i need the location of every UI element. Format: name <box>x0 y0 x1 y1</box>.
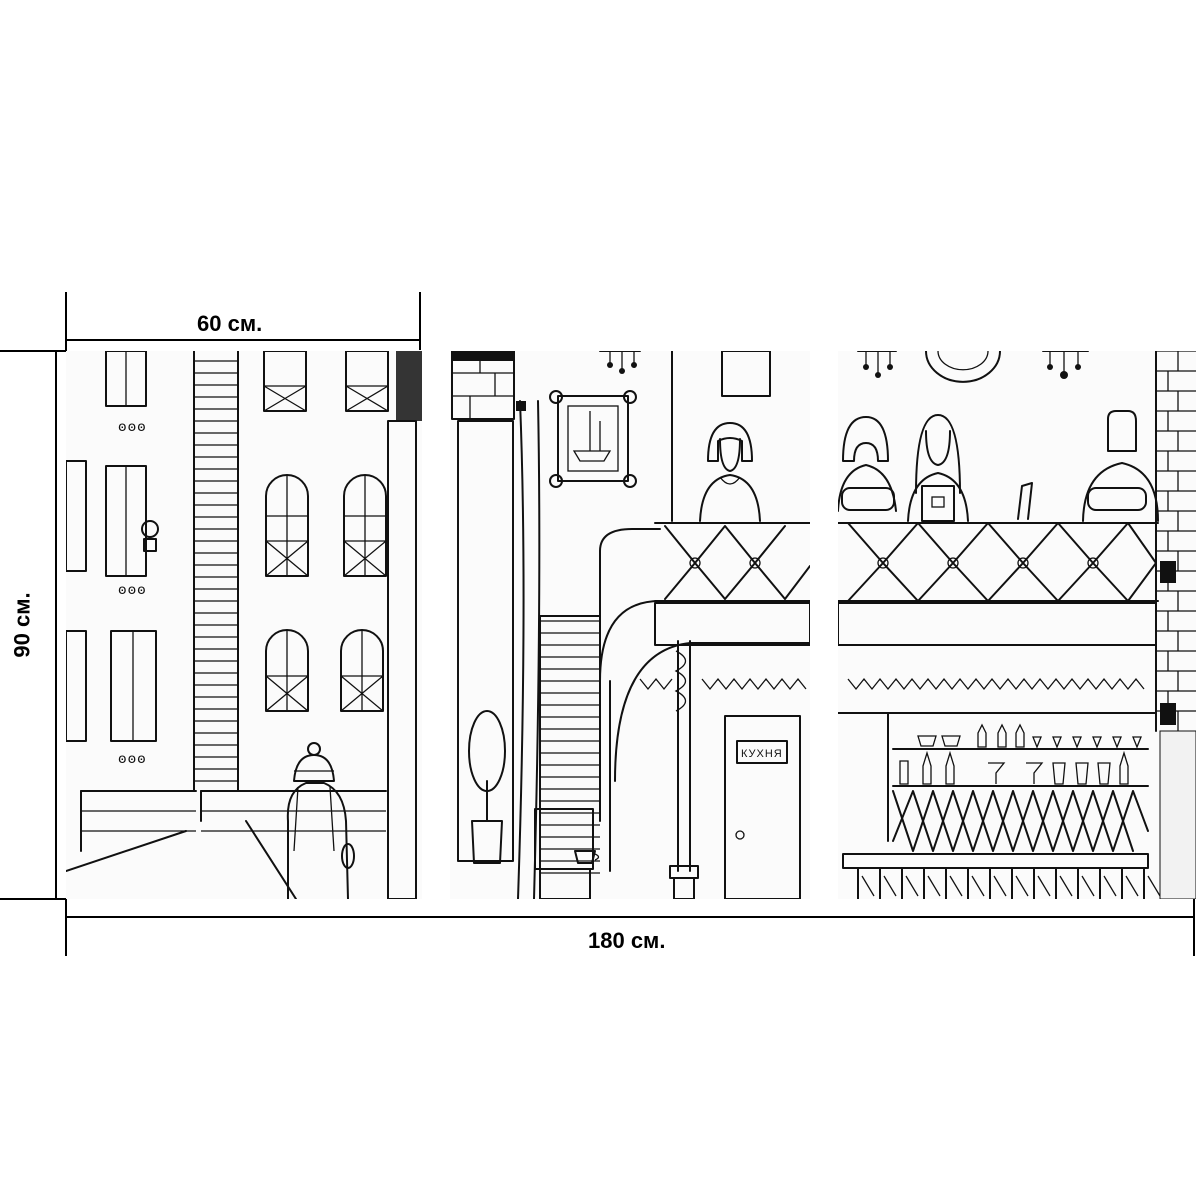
cafe-staircase-drawing: КУХНЯ <box>450 351 810 899</box>
potted-tree <box>468 710 506 864</box>
height-label: 90 см. <box>9 592 35 658</box>
panel-width-tick-left <box>65 292 67 350</box>
canvas-panel-middle: КУХНЯ <box>450 351 810 899</box>
panel-width-label: 60 см. <box>197 311 263 336</box>
canvas-panel-left: ꙩꙩꙩ ꙩꙩꙩ ꙩꙩꙩ <box>66 351 422 899</box>
svg-text:ꙩꙩꙩ: ꙩꙩꙩ <box>118 750 147 766</box>
total-width-tick-right <box>1193 898 1195 956</box>
svg-text:ꙩꙩꙩ: ꙩꙩꙩ <box>118 418 147 434</box>
height-tick-top <box>0 350 67 352</box>
armchair-with-cup <box>534 808 600 899</box>
canvas-panel-right <box>838 351 1196 899</box>
total-width-dimension-line <box>65 916 1195 918</box>
street-facade-drawing: ꙩꙩꙩ ꙩꙩꙩ ꙩꙩꙩ <box>66 351 422 899</box>
bar-counter-rail <box>842 853 1161 899</box>
kitchen-sign: КУХНЯ <box>741 748 783 760</box>
cafe-bar-drawing <box>838 351 1196 899</box>
wall-clock-icon <box>925 351 1001 383</box>
bottle-shelves <box>887 712 1149 842</box>
girl-walking-figure <box>286 742 355 899</box>
brick-corner <box>451 351 515 420</box>
siding-column <box>193 351 239 792</box>
panel-width-tick-right <box>419 292 421 350</box>
total-width-label: 180 см. <box>588 928 666 953</box>
height-dimension-line <box>55 351 57 899</box>
panel-width-dimension-line <box>65 339 421 341</box>
twisted-column <box>669 640 699 899</box>
chandelier-icon <box>599 351 641 374</box>
chandelier-icon <box>857 351 1089 379</box>
framed-ship-picture <box>549 390 637 488</box>
total-width-tick-left <box>65 898 67 956</box>
left-building-windows: ꙩꙩꙩ ꙩꙩꙩ ꙩꙩꙩ <box>66 351 159 766</box>
kitchen-door: КУХНЯ <box>724 715 801 899</box>
right-building-windows <box>263 351 389 712</box>
brick-wall-right <box>1155 351 1196 899</box>
woman-bob-haircut <box>699 422 761 522</box>
svg-text:ꙩꙩꙩ: ꙩꙩꙩ <box>118 581 147 597</box>
height-tick-bottom <box>0 898 67 900</box>
bar-patrons <box>838 410 1159 522</box>
spiral-staircase <box>539 528 810 899</box>
